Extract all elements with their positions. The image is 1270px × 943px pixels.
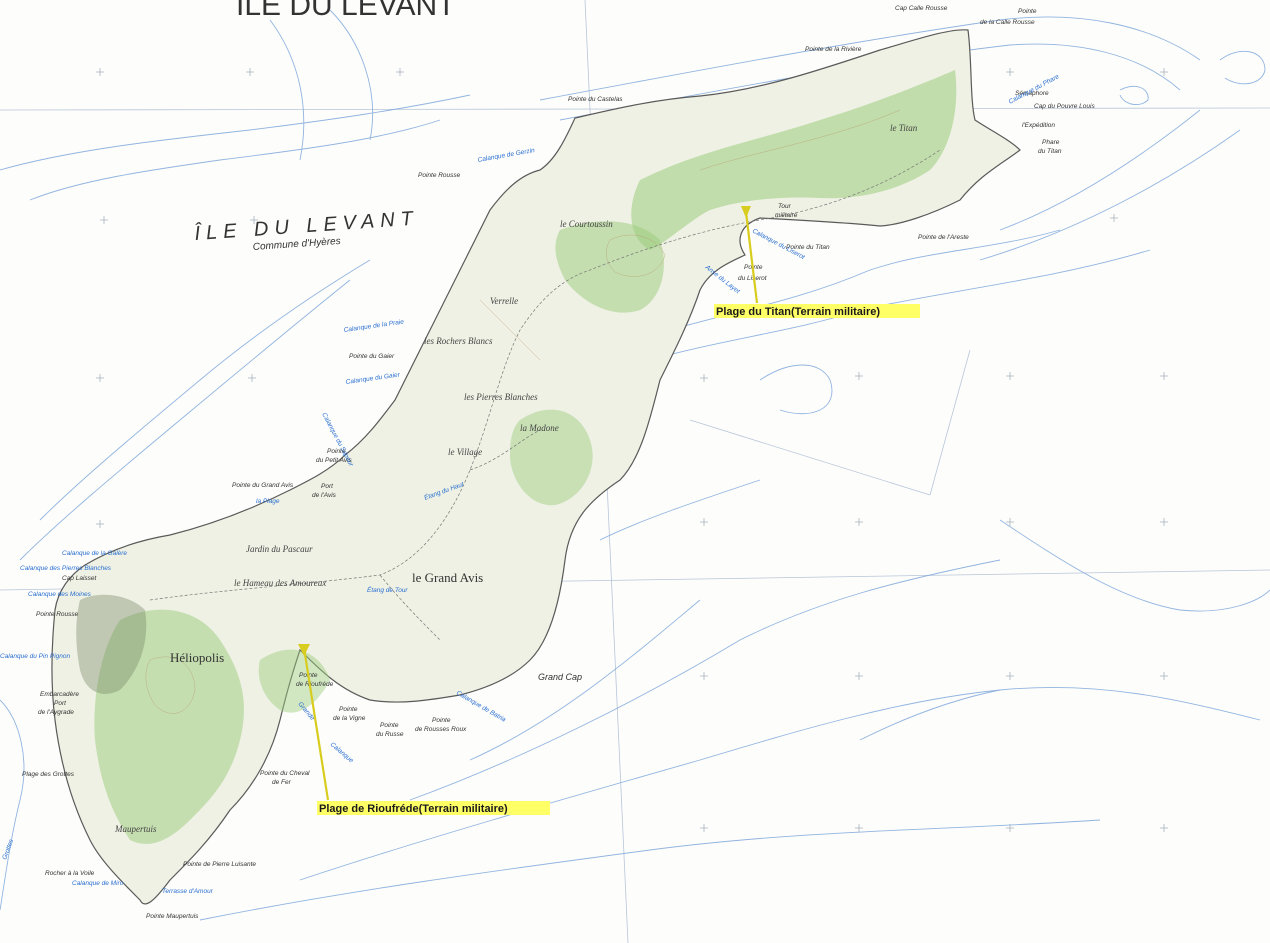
label-pointe-pierre-luisante: Pointe de Pierre Luisante — [183, 861, 256, 868]
place-verrelle: Verrelle — [490, 296, 518, 306]
label-pointe-calle-rousse-2: de la Calle Rousse — [980, 19, 1035, 26]
map-pin-icon — [741, 206, 751, 218]
place-heliopolis: Héliopolis — [170, 650, 224, 665]
label-pointe-grand-avis: Pointe du Grand Avis — [232, 482, 294, 489]
label-grottes: Grottes — [1, 838, 15, 861]
label-calanque-gerzin: Calanque de Gerzin — [477, 147, 536, 164]
page-title: ÎLE DU LEVANT — [235, 0, 456, 22]
label-embarcadere-1: Embarcadère — [40, 691, 79, 698]
label-terrasse-amour: Terrasse d'Amour — [162, 888, 214, 895]
label-calanque-miro: Calanque de Miro — [72, 880, 124, 887]
label-embarcadere-3: de l'Aygrade — [38, 709, 74, 716]
map-pin-icon — [298, 644, 310, 656]
callout-leader-line — [302, 647, 330, 801]
label-calanque-pierres-blanches: Calanque des Pierres Blanches — [20, 565, 112, 572]
label-semaphore: Sémaphore — [1015, 90, 1049, 97]
callout-label-titan: Plage du Titan(Terrain militaire) — [716, 306, 880, 318]
place-le-village: le Village — [448, 447, 482, 457]
label-calanque-galere: Calanque de la Galère — [62, 550, 127, 557]
place-le-titan: le Titan — [890, 123, 918, 133]
grid-ticks — [96, 68, 1168, 832]
label-pointe-maupertuis: Pointe Maupertuis — [146, 913, 199, 920]
label-pointe-vigne-2: de la Vigne — [333, 715, 366, 722]
label-pointe-areste: Pointe de l'Areste — [918, 234, 969, 241]
callout-plage-titan[interactable]: Plage du Titan(Terrain militaire) — [714, 206, 920, 318]
label-cap-laisset: Cap Laisset — [62, 575, 98, 582]
label-pointe-calle-rousse-1: Pointe — [1018, 8, 1037, 15]
label-calanque-gaier: Calanque du Gaier — [345, 371, 401, 386]
label-pointe-gaier: Pointe du Gaier — [349, 353, 395, 360]
label-pointe-riviere: Pointe de la Rivière — [805, 46, 862, 53]
place-hameau-amoureux: le Hameau des Amoureux — [234, 578, 326, 588]
callout-label-box — [317, 801, 550, 815]
label-grand-cap: Grand Cap — [538, 672, 582, 682]
label-expedition: l'Expédition — [1022, 122, 1055, 129]
label-la-plage: la Plage — [256, 498, 280, 505]
place-la-madone: la Madone — [520, 423, 559, 433]
label-cap-calle-rousse: Cap Calle Rousse — [895, 5, 948, 12]
place-le-courtoussin: le Courtoussin — [560, 219, 613, 229]
label-pointe-cheval-2: de Fer — [272, 779, 292, 786]
callout-leader-line — [744, 211, 759, 304]
label-rocher-voile: Rocher à la Voile — [45, 870, 95, 877]
place-pierres-blanches: les Pierres Blanches — [464, 392, 538, 402]
place-names: le Grand Avis Héliopolis la Madone le Co… — [114, 123, 918, 834]
label-phare-titan-2: du Titan — [1038, 148, 1062, 155]
label-pointe-russe-2: du Russe — [376, 731, 404, 738]
label-port-avis-2: de l'Avis — [312, 492, 337, 499]
label-pointe-petit-avis-1: Pointe — [327, 448, 346, 455]
label-pointe-russe-1: Pointe — [380, 722, 399, 729]
label-pointe-rousse-w: Pointe Rousse — [36, 611, 79, 618]
label-tour-2: militaire — [775, 212, 798, 219]
label-pointe-vigne-1: Pointe — [339, 706, 358, 713]
label-pointe-titan: Pointe du Titan — [786, 244, 830, 251]
label-pointe-rousse: Pointe Rousse — [418, 172, 461, 179]
label-embarcadere-2: Port — [54, 700, 67, 707]
callout-plage-rioufrede[interactable]: Plage de Rioufréde(Terrain militaire) — [298, 644, 550, 815]
label-pointe-petit-avis-2: du Petit Avis — [316, 457, 353, 464]
label-calanque-pin-pignon: Calanque du Pin Pignon — [0, 653, 70, 660]
label-calanque-praie: Calanque de la Praie — [343, 319, 404, 334]
label-plage-grottes: Plage des Grottes — [22, 771, 75, 778]
place-jardin-pascaur: Jardin du Pascaur — [246, 544, 313, 554]
label-anse-layet: Anse du Layet — [703, 263, 742, 295]
label-pointe-rioufrede-2: de Rioufréde — [296, 681, 334, 688]
label-pointe-rousses-roux-2: de Rousses Roux — [415, 726, 467, 733]
label-pointe-rousses-roux-1: Pointe — [432, 717, 451, 724]
place-rochers-blancs: les Rochers Blancs — [424, 336, 493, 346]
label-grande-calanque-2: Calanque — [329, 741, 355, 764]
label-calanque-batria: Calanque de Batria — [455, 690, 507, 724]
place-maupertuis: Maupertuis — [114, 824, 157, 834]
label-calanque-moines: Calanque des Moines — [28, 591, 92, 598]
callout-label-rioufrede: Plage de Rioufréde(Terrain militaire) — [319, 803, 508, 815]
label-cap-pouvre-louis: Cap du Pouvre Louis — [1034, 103, 1095, 110]
label-port-avis-1: Port — [321, 483, 334, 490]
callout-label-box — [714, 304, 920, 318]
island-landmass — [51, 29, 1021, 905]
label-pointe-castelas: Pointe du Castelas — [568, 96, 623, 103]
label-pointe-liserot-2: du Liserot — [738, 275, 768, 282]
place-grand-avis: le Grand Avis — [412, 570, 483, 585]
label-etang-tour: Étang de Tour — [367, 585, 408, 594]
label-phare-titan-1: Phare — [1042, 139, 1060, 146]
label-pointe-cheval-1: Pointe du Cheval — [260, 770, 310, 777]
label-tour-1: Tour — [778, 203, 792, 210]
